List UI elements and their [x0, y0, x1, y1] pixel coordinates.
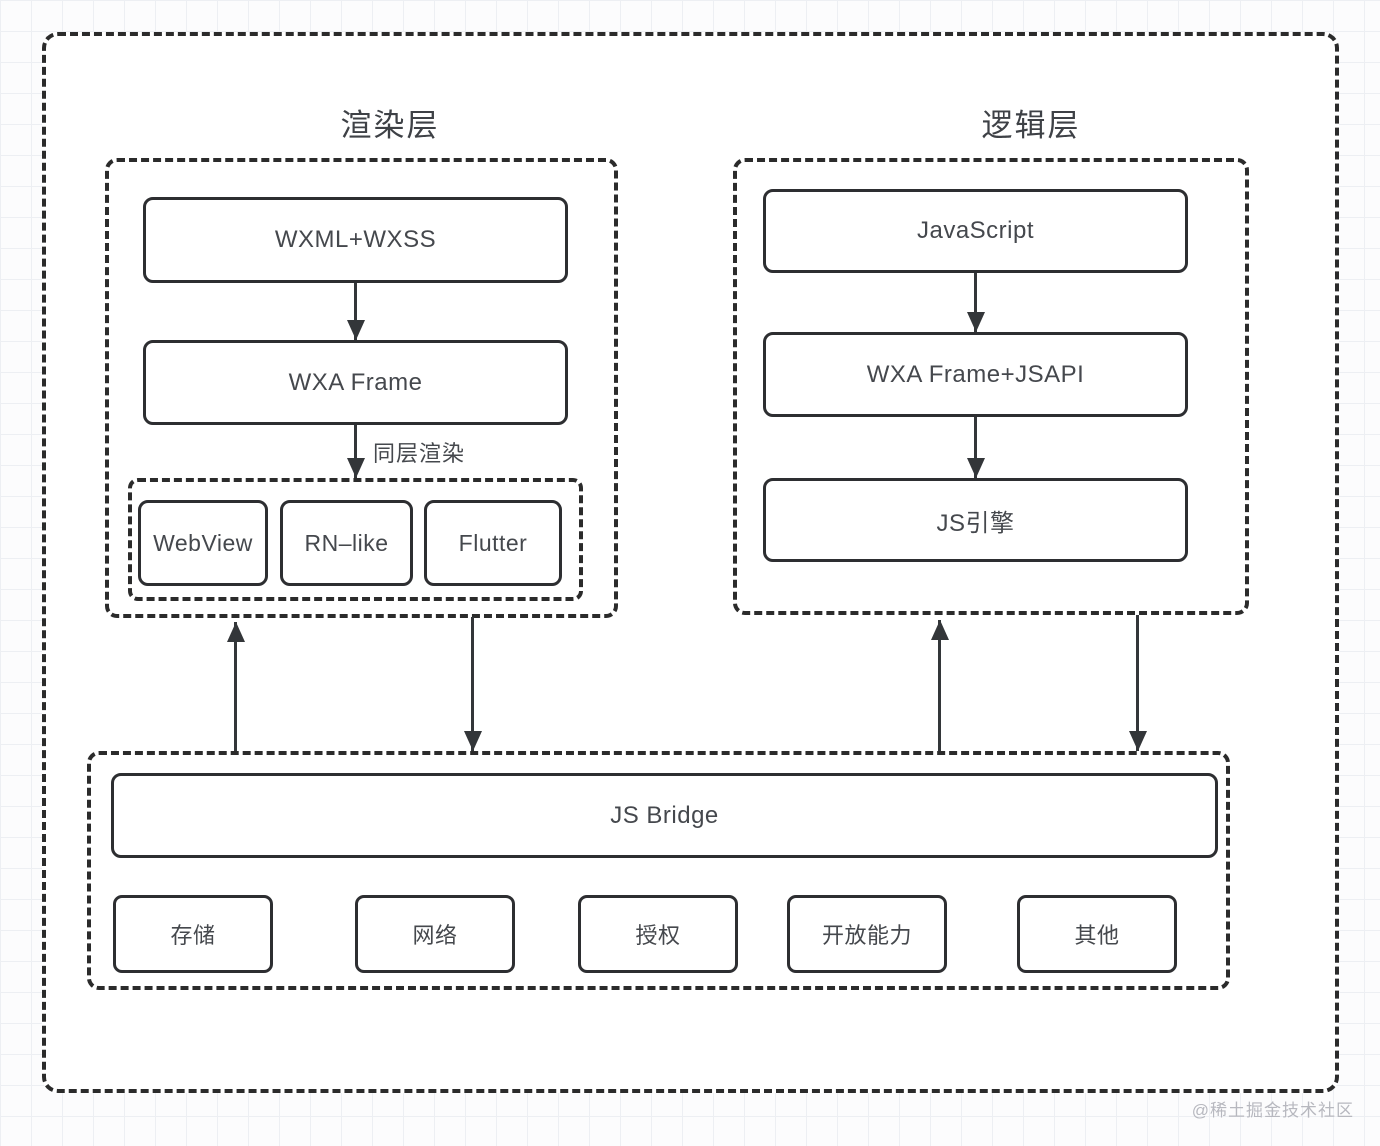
- javascript-node: JavaScript: [763, 189, 1188, 273]
- renderers-group: WebView RN–like Flutter: [128, 478, 583, 601]
- capability-network-node: 网络: [355, 895, 515, 973]
- arrow-bridge-to-logic-layer: [938, 620, 941, 751]
- js-engine-node: JS引擎: [763, 478, 1188, 562]
- capability-storage-node: 存储: [113, 895, 273, 973]
- arrow-bridge-to-render-layer: [234, 622, 237, 751]
- arrow-frame-to-renderers: [354, 425, 357, 478]
- render-layer-group: WXML+WXSS WXA Frame 同层渲染 WebView RN–like…: [105, 158, 618, 618]
- capability-auth-node: 授权: [578, 895, 738, 973]
- webview-node: WebView: [138, 500, 268, 586]
- rn-like-node: RN–like: [280, 500, 413, 586]
- arrow-logic-layer-to-bridge: [1136, 615, 1139, 751]
- capability-other-node: 其他: [1017, 895, 1177, 973]
- native-bridge-group: JS Bridge 存储 网络 授权 开放能力 其他: [87, 751, 1230, 990]
- js-bridge-node: JS Bridge: [111, 773, 1218, 858]
- arrow-render-layer-to-bridge: [471, 617, 474, 751]
- same-layer-render-label: 同层渲染: [373, 441, 466, 466]
- arrow-wxml-to-frame: [354, 283, 357, 340]
- logic-layer-group: JavaScript WXA Frame+JSAPI JS引擎: [733, 158, 1249, 615]
- arrow-js-to-jsapi: [974, 273, 977, 332]
- watermark: @稀土掘金技术社区: [1191, 1101, 1354, 1120]
- diagram-canvas: 渲染层 逻辑层 WXML+WXSS WXA Frame 同层渲染 WebView…: [42, 32, 1339, 1093]
- flutter-node: Flutter: [424, 500, 562, 586]
- wxml-wxss-node: WXML+WXSS: [143, 197, 568, 283]
- capability-open-ability-node: 开放能力: [787, 895, 947, 973]
- render-layer-title: 渲染层: [340, 108, 440, 143]
- wxa-frame-jsapi-node: WXA Frame+JSAPI: [763, 332, 1188, 417]
- arrow-jsapi-to-engine: [974, 417, 977, 478]
- wxa-frame-node: WXA Frame: [143, 340, 568, 425]
- logic-layer-title: 逻辑层: [981, 108, 1081, 143]
